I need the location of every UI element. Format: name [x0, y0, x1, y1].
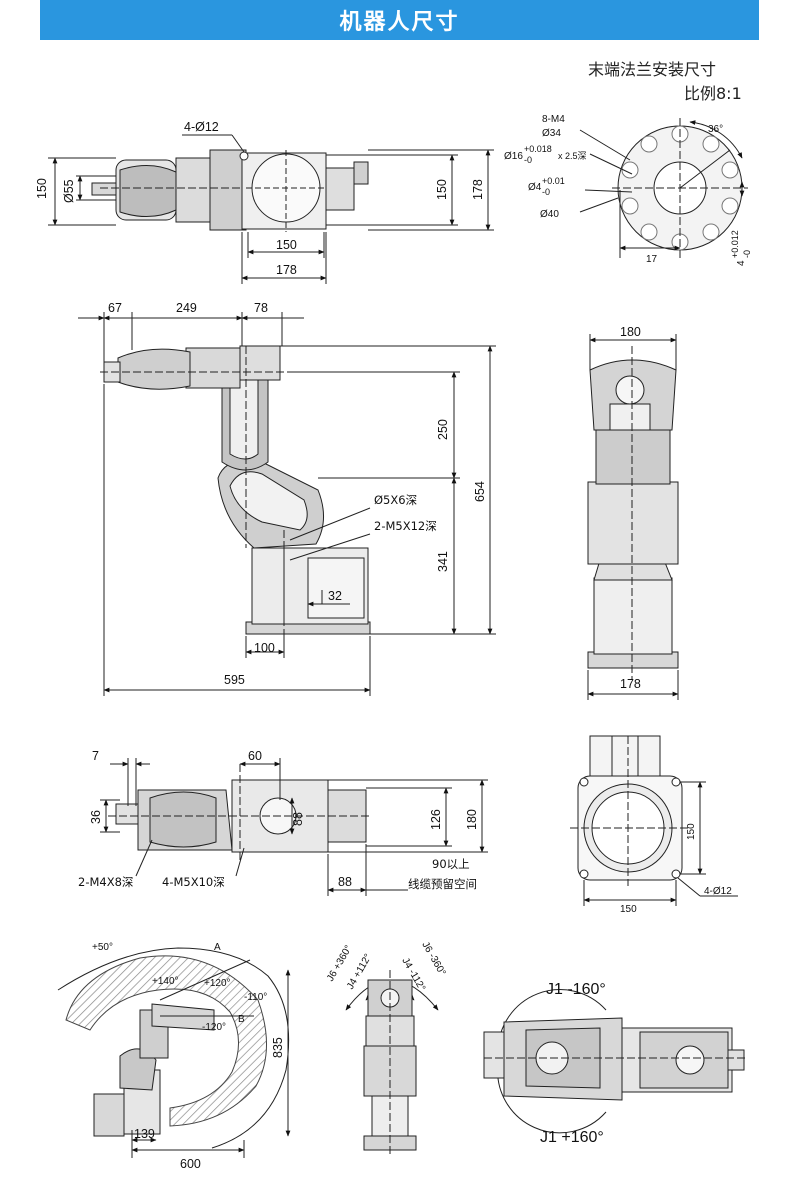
- top-h150-left-label: 150: [35, 178, 49, 199]
- ws-point-a-label: A: [214, 942, 221, 953]
- top2-d36-label: 36: [89, 810, 103, 824]
- ws-a120p-label: +120°: [204, 978, 231, 989]
- flange-angle-label: 36°: [708, 124, 723, 135]
- top-d55-label: Ø55: [62, 179, 76, 203]
- joint-range-view: [345, 970, 439, 1156]
- flange-d16-label: Ø16: [504, 151, 523, 162]
- side-hole-m5-label: 2-M5X12深: [374, 519, 437, 533]
- top-h150-right-label: 150: [435, 179, 449, 200]
- flange-d34-label: Ø34: [542, 128, 561, 139]
- side-view: [78, 312, 496, 696]
- flange-d40-label: Ø40: [540, 209, 559, 220]
- top2-d88h-label: 88: [338, 875, 352, 889]
- side-d250-label: 250: [436, 419, 450, 440]
- top2-d7-label: 7: [92, 749, 99, 763]
- top2-d126-label: 126: [429, 809, 443, 830]
- ws-a140-label: +140°: [152, 976, 179, 987]
- flange-w4-label: 4: [736, 260, 747, 266]
- flange-d16-tol-up: +0.018: [524, 144, 552, 154]
- flange-w17-label: 17: [646, 254, 658, 265]
- side-d595-label: 595: [224, 673, 245, 687]
- top2-d180-label: 180: [465, 809, 479, 830]
- ws-a110-label: -110°: [244, 992, 267, 1003]
- flange-d16-depth: x 2.5深: [558, 151, 587, 161]
- header-banner: 机器人尺寸: [40, 0, 759, 40]
- top2-m5x10-label: 4-M5X10深: [162, 875, 225, 889]
- side-d78-label: 78: [254, 301, 268, 315]
- top2-m4x8-label: 2-M4X8深: [78, 875, 133, 889]
- ws-a50-label: +50°: [92, 942, 113, 953]
- j1-pos-label: J1 +160°: [540, 1129, 604, 1146]
- ws-r600-label: 600: [180, 1157, 201, 1171]
- flange-d4-tol-up: +0.01: [542, 176, 565, 186]
- ws-r139-label: 139: [134, 1127, 155, 1141]
- flange-title: 末端法兰安装尺寸: [588, 60, 717, 79]
- workspace-view: [57, 947, 291, 1158]
- ws-r835-label: 835: [271, 1037, 285, 1058]
- side-d249-label: 249: [176, 301, 197, 315]
- side-d100-label: 100: [254, 641, 275, 655]
- ws-a120n-label: -120°: [202, 1022, 226, 1033]
- top2-d60-label: 60: [248, 749, 262, 763]
- side-hole-d5-label: Ø5X6深: [374, 493, 417, 507]
- side-d341-label: 341: [436, 551, 450, 572]
- top2-cable-line1: 90以上: [432, 857, 470, 871]
- front-w180-label: 180: [620, 325, 641, 339]
- flange-m4-label: 8-M4: [542, 114, 565, 125]
- top2-cable-line2: 线缆预留空间: [408, 877, 477, 891]
- flange-d16-tol-low: -0: [524, 155, 532, 165]
- jr-j6n-label: J6 -360°: [419, 940, 447, 978]
- top-h178-label: 178: [471, 179, 485, 200]
- top-w178-label: 178: [276, 263, 297, 277]
- page-title: 机器人尺寸: [339, 10, 460, 35]
- top-w150-label: 150: [276, 238, 297, 252]
- top-view: [48, 134, 494, 284]
- base-holes-label: 4-Ø12: [704, 886, 732, 897]
- base-plate-view: [570, 735, 738, 906]
- base-v150-label: 150: [686, 823, 697, 840]
- side-d67-label: 67: [108, 301, 122, 315]
- flange-d4-label: Ø4: [528, 182, 542, 193]
- top-view-2: [100, 758, 488, 896]
- flange-scale: 比例8:1: [684, 84, 742, 103]
- flange-w4-tol-low: -0: [742, 250, 752, 258]
- ws-point-b-label: B: [238, 1014, 245, 1025]
- j1-neg-label: J1 -160°: [546, 981, 606, 998]
- base-h150-label: 150: [620, 904, 637, 915]
- front-w178-label: 178: [620, 677, 641, 691]
- j1-range-view: [483, 989, 748, 1134]
- flange-w4-tol-up: +0.012: [730, 230, 740, 258]
- front-view: [587, 334, 679, 700]
- top2-d88v-label: 88: [291, 812, 305, 826]
- top-holes-label: 4-Ø12: [184, 120, 219, 134]
- side-d32-label: 32: [328, 589, 342, 603]
- side-d654-label: 654: [473, 481, 487, 502]
- flange-detail: [579, 118, 748, 260]
- flange-d4-tol-low: -0: [542, 187, 550, 197]
